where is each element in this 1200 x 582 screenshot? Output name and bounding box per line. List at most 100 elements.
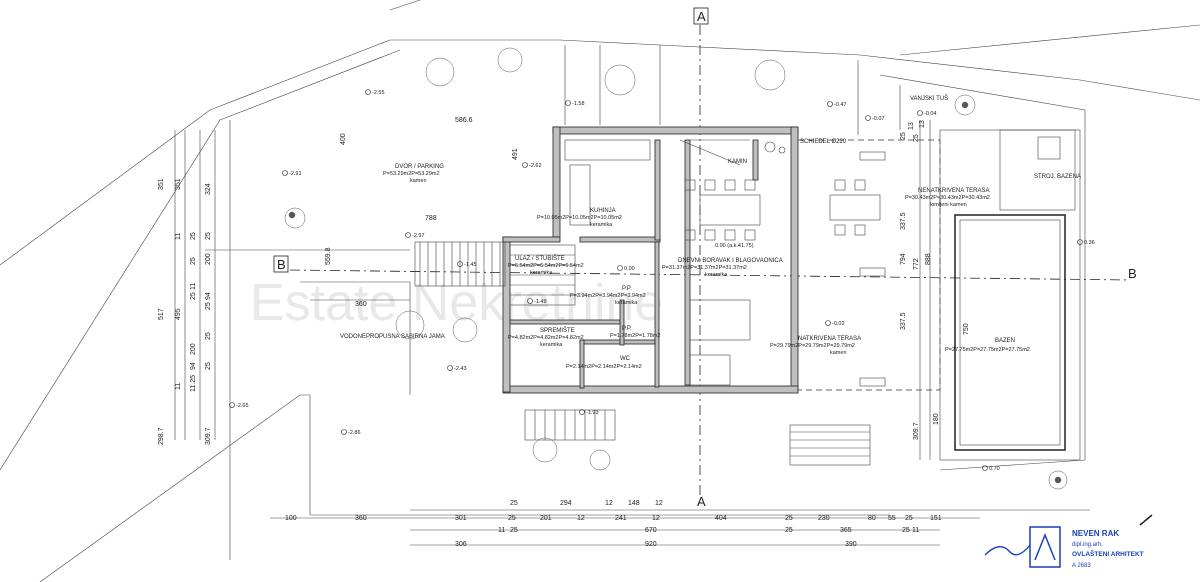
label-schiedel: SCHIEDEL Ø220 bbox=[800, 139, 847, 145]
label-dvor: DVOR / PARKING bbox=[395, 164, 444, 170]
dim-bottom-row1: 12 bbox=[655, 500, 663, 507]
dim-bottom-row3: 11 bbox=[498, 527, 505, 534]
floor-dvor: kamen bbox=[410, 178, 427, 184]
dim-bottom-row2: 230 bbox=[818, 515, 830, 522]
level-value: -0.07 bbox=[872, 116, 885, 122]
dim-right: 309.7 bbox=[913, 422, 920, 440]
area-terasa: P=29.79m2P=29.79m2P=29.79m2 bbox=[770, 343, 855, 349]
dim-right: 888 bbox=[925, 253, 932, 265]
dim-bottom-row3: 25 bbox=[510, 527, 518, 534]
level-value: -0.04 bbox=[924, 111, 937, 117]
level-marker bbox=[617, 265, 623, 271]
dim-left: 25 bbox=[205, 232, 212, 240]
label-pp2: P.P. bbox=[622, 326, 632, 332]
level-marker bbox=[865, 115, 871, 121]
level-value: -1.58 bbox=[572, 101, 585, 107]
dim-bottom-row3: 11 bbox=[912, 527, 919, 534]
dim-bottom-row2: 25 bbox=[905, 515, 913, 522]
level-value: 0.70 bbox=[989, 466, 1000, 472]
label-kuhinja: KUHINJA bbox=[590, 208, 616, 214]
floor-terasa: kamen bbox=[830, 350, 847, 356]
label-stroj: STROJ. BAZENA bbox=[1034, 174, 1081, 180]
dim-right: 13 bbox=[908, 122, 915, 130]
dim-bottom-row1: 25 bbox=[510, 500, 518, 507]
level-value: -1.45 bbox=[464, 262, 477, 268]
area-dnevni: P=31.37m2P=31.37m2P=31.37m2 bbox=[662, 265, 747, 271]
dim-top: 400 bbox=[340, 133, 347, 145]
dim-left: 25 bbox=[205, 302, 212, 310]
dim-left: 324 bbox=[205, 183, 212, 195]
dim-right: 25 bbox=[900, 132, 907, 140]
stamp-role: OVLAŠTENI ARHITEKT bbox=[1072, 549, 1144, 558]
label-level-main: 0.00 (a.k.41.75) bbox=[715, 243, 754, 249]
dim-right: 772 bbox=[913, 258, 920, 270]
dim-left: 200 bbox=[190, 343, 197, 355]
dim-right: 750 bbox=[963, 323, 970, 335]
dim-left: 495 bbox=[175, 308, 182, 320]
dim-left: 298.7 bbox=[158, 427, 165, 445]
label-terasa-nn: NENATKRIVENA TERASA bbox=[918, 188, 989, 194]
level-value: -2.62 bbox=[529, 163, 542, 169]
dim-bottom-row2: 360 bbox=[355, 515, 367, 522]
label-kamin: KAMIN bbox=[728, 159, 747, 165]
dim-bottom-row2: 12 bbox=[577, 515, 585, 522]
dim-bottom-row4: 390 bbox=[845, 541, 857, 548]
level-value: -1.49 bbox=[534, 299, 547, 305]
area-spremiste: P=4.82m2P=4.82m2P=4.82m2 bbox=[508, 335, 584, 341]
dim-left: 11 bbox=[175, 233, 182, 240]
dim-left: 25 bbox=[205, 332, 212, 340]
dim-left: 200 bbox=[205, 253, 212, 265]
level-value: -2.91 bbox=[289, 171, 302, 177]
level-value: -0.02 bbox=[832, 321, 845, 327]
level-value: -2.86 bbox=[348, 430, 361, 436]
dim-bottom-row2: 241 bbox=[615, 515, 627, 522]
level-marker bbox=[457, 261, 463, 267]
dim-bottom-row4: 306 bbox=[455, 541, 467, 548]
dim-left: 11 bbox=[175, 383, 182, 390]
furniture bbox=[564, 139, 881, 386]
level-marker bbox=[527, 298, 533, 304]
dim-bottom-row3: 670 bbox=[645, 527, 657, 534]
level-marker bbox=[827, 101, 833, 107]
section-b-right: B bbox=[1128, 266, 1137, 281]
level-marker bbox=[579, 409, 585, 415]
level-marker bbox=[982, 465, 988, 471]
dim-left: 11 bbox=[190, 283, 197, 290]
dim-bottom-row2: 25 bbox=[508, 515, 516, 522]
dim-left: 351 bbox=[175, 178, 182, 190]
dim-bottom-row2: 301 bbox=[455, 515, 467, 522]
label-dnevni: DNEVNI BORAVAK I BLAGOVAONICA bbox=[678, 258, 783, 264]
area-wc: P=2.14m2P=2.14m2P=2.14m2 bbox=[566, 364, 642, 370]
dim-bottom-row2: 201 bbox=[540, 515, 552, 522]
label-pp1: P.P. bbox=[622, 286, 632, 292]
level-value: 0.00 bbox=[624, 266, 635, 272]
level-value: -2.97 bbox=[412, 233, 425, 239]
section-a-bottom: A bbox=[697, 494, 706, 509]
dim-top: 360 bbox=[355, 301, 367, 308]
floor-terasa-nn: lomljeni kamen bbox=[930, 202, 967, 208]
stamp-number: A 2683 bbox=[1072, 563, 1091, 569]
dim-right: 337.5 bbox=[900, 312, 907, 330]
dim-left: 25 bbox=[190, 292, 197, 300]
label-terasa: NATKRIVENA TERASA bbox=[798, 336, 861, 342]
area-terasa-nn: P=30.43m2P=30.43m2P=30.43m2 bbox=[905, 195, 990, 201]
dim-top: 788 bbox=[425, 215, 437, 222]
dim-left: 11.25 bbox=[190, 375, 197, 392]
label-spremiste: SPREMIŠTE bbox=[540, 327, 575, 334]
stamp-title: dipl.ing.arh. bbox=[1072, 542, 1103, 548]
dim-left: 25 bbox=[190, 232, 197, 240]
room-labels: DVOR / PARKING P=53.29m2P=53.29m2 kamen … bbox=[340, 95, 1081, 370]
dim-right: 337.5 bbox=[900, 212, 907, 230]
dim-bottom-row2: 80 bbox=[868, 515, 876, 522]
dimension-lines bbox=[174, 120, 1090, 546]
section-lines: A A B B bbox=[273, 7, 1137, 509]
dim-left: 94 bbox=[205, 292, 212, 300]
dim-left: 94 bbox=[190, 362, 197, 370]
dim-right: 13 bbox=[919, 120, 926, 128]
architect-stamp: NEVEN RAK dipl.ing.arh. OVLAŠTENI ARHITE… bbox=[984, 514, 1153, 569]
dim-bottom-row1: 148 bbox=[628, 500, 640, 507]
dim-bottom-row3: 25 bbox=[902, 527, 910, 534]
level-marker bbox=[447, 365, 453, 371]
floor-kuhinja: keramika bbox=[590, 222, 613, 228]
